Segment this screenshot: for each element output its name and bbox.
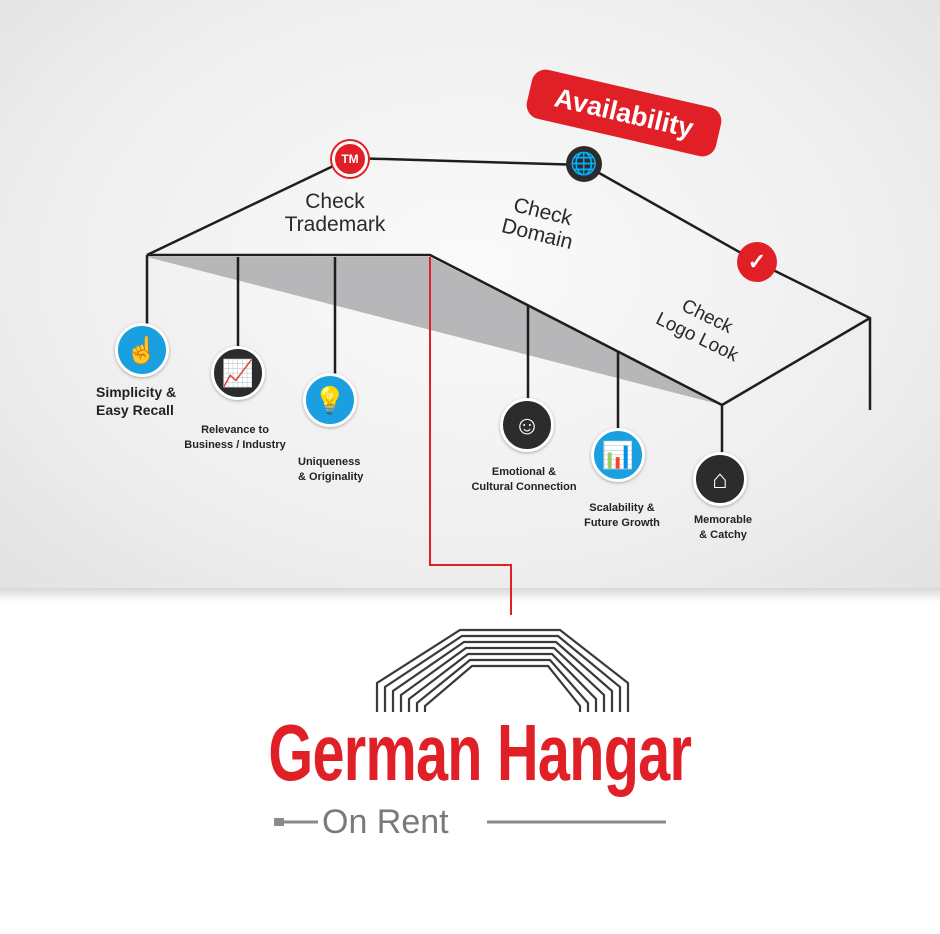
red-connector-line [429, 257, 512, 615]
section-divider [0, 588, 940, 602]
people-globe-icon: ☺ [500, 398, 554, 452]
check-trademark-label: Check Trademark [284, 190, 386, 236]
criterion-uniqueness-label: Uniqueness & Originality [298, 456, 364, 483]
growth-chart-icon: 📊 [591, 428, 645, 482]
checkmark-icon: ✓ [737, 242, 777, 282]
roof-end-line [721, 316, 871, 407]
growth-target-icon: 📈 [211, 346, 265, 400]
globe-icon: 🌐 [566, 146, 602, 182]
hangar-icon: ⌂ [693, 452, 747, 506]
roof-bottom-line [147, 253, 723, 407]
roof-shade [147, 257, 722, 405]
key-icon [274, 818, 284, 826]
trademark-icon: TM [332, 141, 368, 177]
hand-snap-icon: ☝ [115, 323, 169, 377]
criterion-memorable-label: Memorable & Catchy [693, 514, 753, 541]
criterion-scalability-label: Scalability & Future Growth [584, 502, 660, 529]
logo-brand-name: German Hangar [268, 708, 692, 797]
criterion-simplicity-label: Simplicity & Easy Recall [96, 384, 177, 418]
criterion-emotional-label: Emotional & Cultural Connection [471, 466, 577, 493]
lightbulb-hand-icon: 💡 [303, 373, 357, 427]
roof-top-line [146, 156, 872, 410]
hangar-logo-mark [375, 628, 630, 712]
logo-tagline: On Rent [322, 803, 449, 841]
criterion-relevance-label: Relevance to Business / Industry [184, 424, 286, 451]
